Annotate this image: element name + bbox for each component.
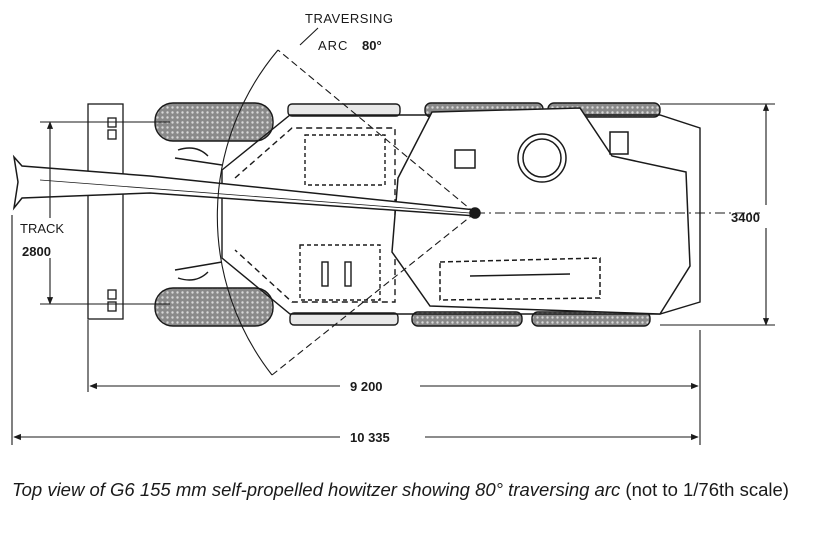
track-label: TRACK	[20, 221, 64, 236]
wheel-right-front	[154, 287, 274, 327]
overall-length-value: 10 335	[350, 430, 390, 445]
caption-italic: Top view of G6 155 mm self-propelled how…	[12, 479, 621, 500]
commander-cupola	[517, 133, 567, 183]
traversing-label: TRAVERSING	[305, 11, 394, 26]
track-value: 2800	[22, 244, 51, 259]
turret	[391, 107, 691, 315]
howitzer-top-view-diagram: TRAVERSING ARC 80° TRACK 2800 3400 9 200…	[11, 11, 775, 445]
gun-barrel	[12, 154, 481, 219]
caption-plain: (not to 1/76th scale)	[625, 479, 789, 500]
track-dimension	[40, 121, 170, 305]
arc-label: ARC	[318, 38, 348, 53]
rear-spade	[87, 103, 124, 320]
wheel-left-front	[154, 102, 274, 142]
arc-angle-label: 80°	[362, 38, 382, 53]
length-dimensions	[11, 215, 701, 445]
hull-length-value: 9 200	[350, 379, 383, 394]
figure-caption: Top view of G6 155 mm self-propelled how…	[12, 478, 802, 502]
traversing-arc	[216, 27, 476, 376]
width-dimension	[660, 103, 775, 326]
width-value: 3400	[731, 210, 760, 225]
